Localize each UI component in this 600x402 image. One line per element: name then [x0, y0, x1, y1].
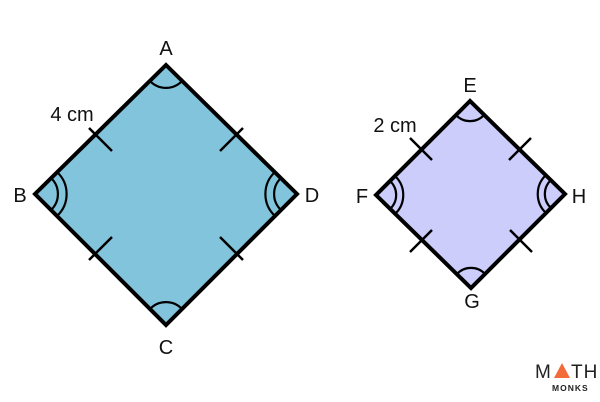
rhombus-efgh-shape: [373, 98, 568, 291]
vertex-label-c: C: [159, 337, 173, 359]
side-label-large: 4 cm: [50, 104, 93, 126]
angle-mark-f-outer: [394, 175, 405, 215]
tick-cd: [219, 236, 244, 261]
vertex-label-a: A: [159, 38, 173, 60]
vertex-label-e: E: [463, 75, 476, 97]
tick-eh: [508, 137, 532, 161]
vertex-label-b: B: [13, 185, 26, 207]
rhombus-abcd-shape: [32, 62, 300, 328]
angle-mark-g: [456, 266, 486, 275]
side-label-small: 2 cm: [373, 115, 416, 137]
tick-fg: [409, 229, 433, 253]
vertex-label-h: H: [572, 186, 586, 208]
angle-mark-e: [455, 114, 485, 123]
math-monks-logo: M TH MONKS: [535, 362, 598, 393]
tick-bc: [88, 236, 113, 261]
angle-mark-d-outer: [264, 171, 276, 217]
vertex-label-g: G: [464, 291, 480, 313]
angle-mark-h-inner: [543, 179, 552, 209]
angle-mark-h-outer: [536, 174, 547, 214]
angle-mark-f-inner: [389, 180, 398, 210]
vertex-label-f: F: [356, 186, 368, 208]
rhombus-abcd: [32, 62, 300, 328]
tick-ad: [219, 127, 244, 152]
svg-text:MONKS: MONKS: [552, 383, 589, 393]
logo-triangle-icon: [554, 363, 570, 378]
vertex-label-d: D: [305, 185, 319, 207]
rhombus-efgh: [373, 98, 568, 291]
tick-ef: [409, 137, 433, 161]
angle-mark-d-inner: [273, 177, 282, 211]
svg-text:TH: TH: [571, 362, 598, 383]
angle-mark-b-inner: [50, 177, 59, 211]
angle-mark-a: [149, 80, 183, 89]
tick-ab: [88, 127, 113, 152]
angle-mark-b-outer: [56, 171, 68, 217]
angle-mark-c: [149, 301, 183, 310]
svg-text:M: M: [535, 362, 552, 383]
tick-gh: [509, 229, 533, 253]
